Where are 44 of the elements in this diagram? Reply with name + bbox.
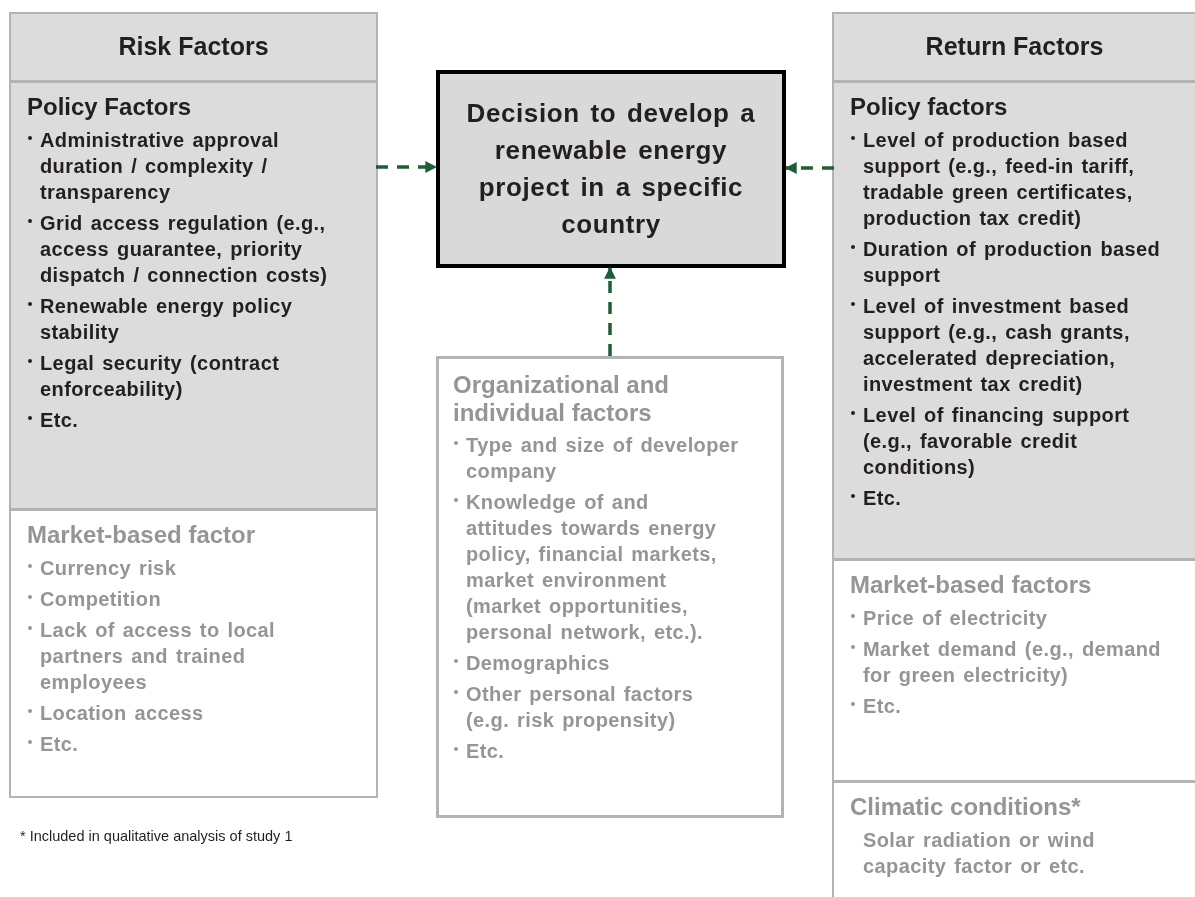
bullet-item: Etc. <box>27 730 342 757</box>
section-heading: Policy Factors <box>27 93 193 121</box>
organizational-factors-box <box>436 356 784 818</box>
risk-factors-panel <box>9 12 378 798</box>
market-factors-section <box>11 508 376 796</box>
panel-heading: Return Factors <box>924 32 1105 61</box>
bullet-item: Demographics <box>453 650 741 677</box>
section-heading: Market-based factor <box>27 521 257 549</box>
bullet-item: Lack of access to local partners and trained employees <box>27 616 342 695</box>
bullet-item: Other personal factors (e.g. risk propensity) <box>453 681 741 734</box>
section-heading: Organizational and individual factors <box>453 371 671 427</box>
bullet-item: Knowledge of and attitudes towards energy policy, financial markets, market environment (market opportunities, personal network, etc.). <box>453 489 741 646</box>
dashed-arrow <box>604 266 616 356</box>
section-heading: Climatic conditions* <box>850 793 1082 821</box>
panel-heading: Risk Factors <box>117 32 270 61</box>
bullet-item: Level of investment based support (e.g., cash grants, accelerated depreciation, investment tax credit) <box>850 292 1161 397</box>
bullet-item: Type and size of developer company <box>453 432 741 485</box>
bullet-item: Administrative approval duration / complexity / transparency <box>27 126 342 205</box>
climatic-conditions-section <box>834 780 1195 897</box>
bullet-item: Grid access regulation (e.g., access guarantee, priority dispatch / connection costs) <box>27 209 342 288</box>
bullet-item: Price of electricity <box>850 604 1161 631</box>
return-factors-panel <box>832 12 1195 897</box>
footnote: * Included in qualitative analysis of study 1 <box>20 828 293 844</box>
bullet-item: Etc. <box>850 692 1161 719</box>
dashed-arrow <box>376 161 438 173</box>
bullet-item: Level of financing support (e.g., favorable credit conditions) <box>850 401 1161 480</box>
decision-box <box>436 70 786 268</box>
bullet-item: Location access <box>27 699 342 726</box>
bullet-item: Level of production based support (e.g., feed-in tariff, tradable green certificates, production tax credit) <box>850 126 1161 231</box>
section-heading: Policy factors <box>850 93 1009 121</box>
bullet-item: Etc. <box>850 484 1161 511</box>
decision-text: Decision to develop a renewable energy project in a specific country <box>465 97 757 241</box>
bullet-item: Currency risk <box>27 554 342 581</box>
section-text: Solar radiation or wind capacity factor or etc. <box>862 827 1096 879</box>
bullet-item: Market demand (e.g., demand for green electricity) <box>850 635 1161 688</box>
bullet-item: Duration of production based support <box>850 235 1161 288</box>
section-heading: Market-based factors <box>850 571 1093 599</box>
bullet-item: Legal security (contract enforceability) <box>27 349 342 402</box>
market-factors-section <box>834 558 1195 780</box>
bullet-item: Competition <box>27 585 342 612</box>
bullet-item: Renewable energy policy stability <box>27 292 342 345</box>
dashed-arrow <box>784 162 834 174</box>
bullet-item: Etc. <box>27 406 342 433</box>
bullet-item: Etc. <box>453 738 741 765</box>
